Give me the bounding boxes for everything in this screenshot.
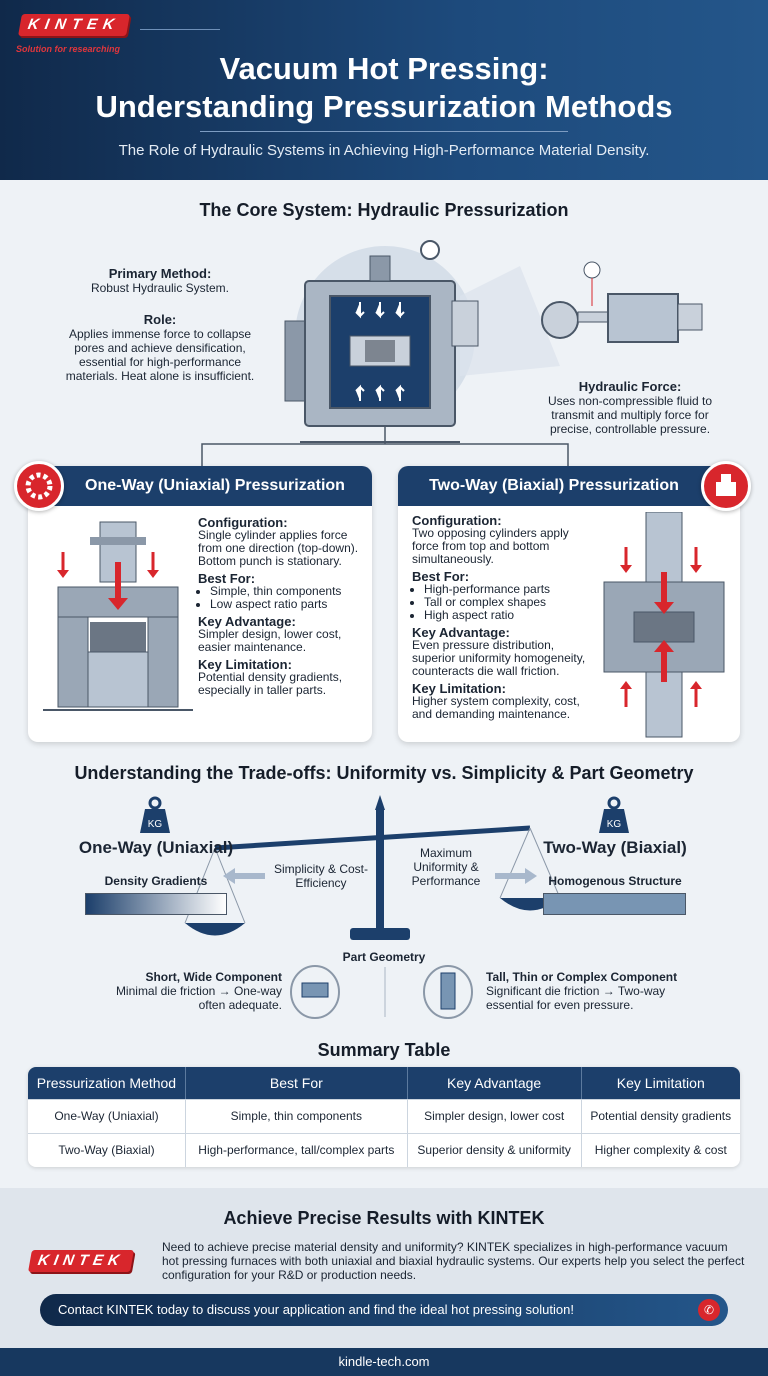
uniaxial-press-diagram xyxy=(43,521,193,711)
geometry-icons xyxy=(290,965,473,1019)
density-gradients-label: Density Gradients xyxy=(104,874,208,888)
table-row: Two-Way (Biaxial)High-performance, tall/… xyxy=(28,1133,740,1167)
header-banner: KINTEK Solution for researching Vacuum H… xyxy=(0,0,768,180)
gear-icon xyxy=(14,461,64,511)
role-text: Role:Applies immense force to collapse p… xyxy=(65,312,255,384)
one-way-label: One-Way (Uniaxial) xyxy=(78,838,234,857)
homogenous-label: Homogenous Structure xyxy=(548,874,682,888)
svg-text:KG: KG xyxy=(607,819,622,830)
balance-scale-illustration xyxy=(184,795,561,940)
decor-line xyxy=(140,29,220,30)
core-section-title: The Core System: Hydraulic Pressurizatio… xyxy=(199,200,569,220)
weight-icon: KG xyxy=(599,796,629,833)
tradeoffs-title: Understanding the Trade-offs: Uniformity… xyxy=(74,763,694,783)
press-machine-icon xyxy=(701,461,751,511)
contact-button[interactable]: Contact KINTEK today to discuss your app… xyxy=(40,1294,728,1326)
table-row: One-Way (Uniaxial)Simple, thin component… xyxy=(28,1099,740,1133)
cta-text: Need to achieve precise material density… xyxy=(162,1240,745,1282)
two-way-card: Two-Way (Biaxial) Pressurization Configu… xyxy=(398,466,740,742)
hydraulic-force-text: Hydraulic Force:Uses non-compressible fl… xyxy=(547,379,713,437)
two-way-card-title: Two-Way (Biaxial) Pressurization xyxy=(398,466,740,506)
logo-tagline: Solution for researching xyxy=(16,44,121,54)
footer-url[interactable]: kindle-tech.com xyxy=(0,1348,768,1376)
density-gradient-bar xyxy=(85,893,227,915)
part-geometry-title: Part Geometry xyxy=(342,950,426,964)
page-title: Vacuum Hot Pressing:Understanding Pressu… xyxy=(95,51,673,124)
homogenous-bar xyxy=(543,893,686,915)
biaxial-press-diagram xyxy=(603,512,725,738)
cta-title: Achieve Precise Results with KINTEK xyxy=(223,1208,545,1228)
one-way-specs: Configuration:Single cylinder applies fo… xyxy=(198,512,366,697)
divider xyxy=(200,131,568,132)
primary-method: Primary Method:Robust Hydraulic System. xyxy=(90,266,230,296)
phone-icon: ✆ xyxy=(698,1299,720,1321)
hydraulic-press-illustration xyxy=(284,240,703,443)
two-way-label: Two-Way (Biaxial) xyxy=(543,838,687,857)
two-way-specs: Configuration:Two opposing cylinders app… xyxy=(412,510,596,721)
pan-left-label: Simplicity & Cost-Efficiency xyxy=(274,862,369,890)
svg-text:KG: KG xyxy=(148,819,163,830)
kintek-logo: KINTEK xyxy=(18,14,130,36)
summary-title: Summary Table xyxy=(317,1040,451,1060)
page-subtitle: The Role of Hydraulic Systems in Achievi… xyxy=(118,142,650,159)
one-way-card: One-Way (Uniaxial) Pressurization Config… xyxy=(28,466,372,742)
connector-lines xyxy=(201,426,569,466)
one-way-card-title: One-Way (Uniaxial) Pressurization xyxy=(28,466,372,506)
kintek-logo: KINTEK xyxy=(28,1250,148,1272)
pan-right-label: Maximum Uniformity & Performance xyxy=(411,846,481,888)
weight-icon: KG xyxy=(140,796,170,833)
